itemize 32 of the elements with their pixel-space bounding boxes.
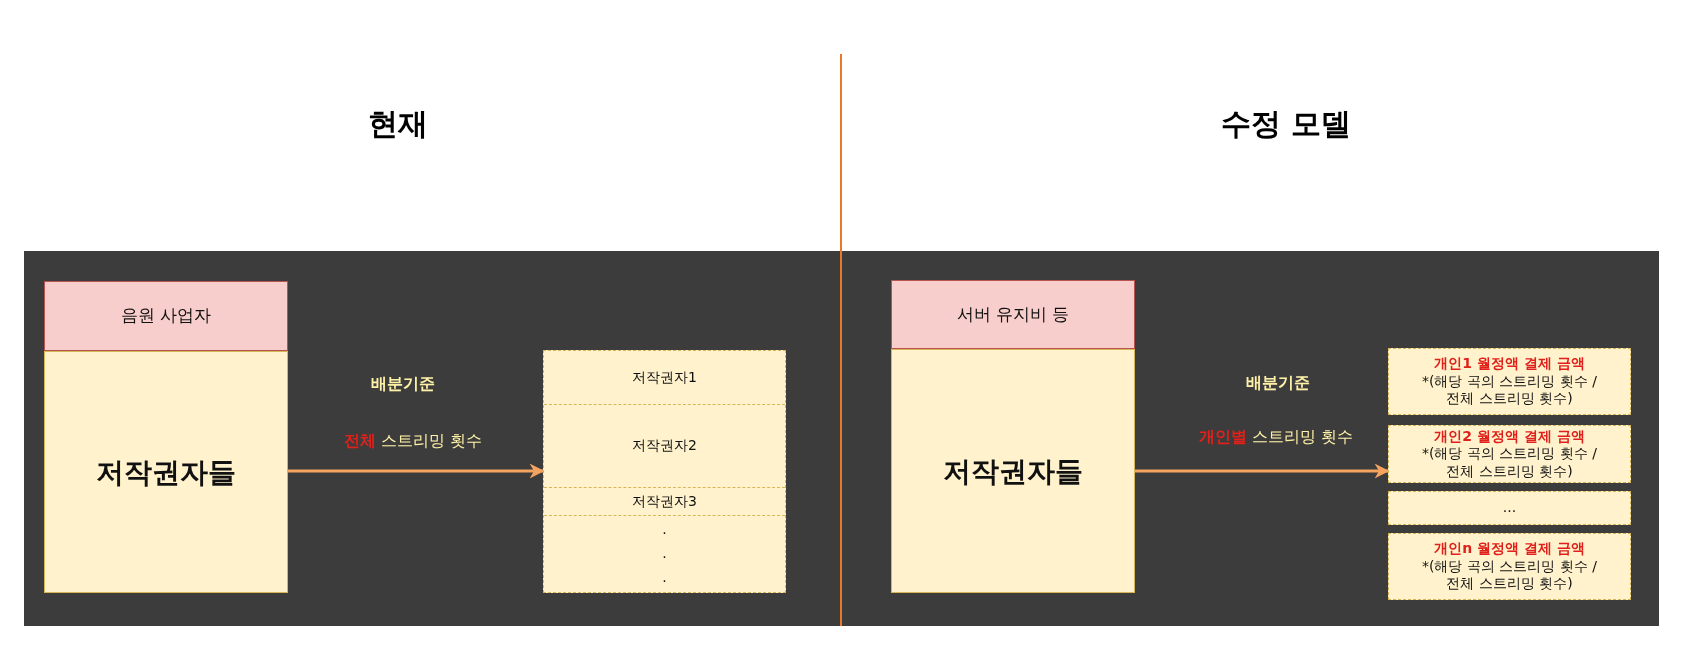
formula-text: *(해당 곡의 스트리밍 횟수 /전체 스트리밍 횟수)	[1421, 445, 1598, 481]
ellipsis-text: . . .	[661, 520, 668, 587]
arrow	[1135, 463, 1390, 479]
header-box	[891, 280, 1135, 349]
amount-heading: 개인n 월정액 결제 금액	[1433, 540, 1586, 558]
amount-heading: 개인2 월정액 결제 금액	[1433, 427, 1586, 446]
criteria-text: 배분기준	[371, 373, 435, 395]
node-label: 서버 유지비 등	[955, 303, 1071, 326]
payment-box	[1388, 491, 1631, 525]
formula-text: *(해당 곡의 스트리밍 횟수 /전체 스트리밍 횟수)	[1421, 372, 1598, 408]
section-heading: 수정 모델	[1220, 104, 1352, 143]
criteria-text: 배분기준	[1246, 372, 1310, 394]
node-label: 저작권자들	[942, 453, 1084, 489]
criteria-text: 개인별 스트리밍 횟수	[1198, 426, 1354, 448]
formula-text: *(해당 곡의 스트리밍 횟수 /전체 스트리밍 횟수)	[1421, 557, 1598, 593]
amount-heading: 개인1 월정액 결제 금액	[1433, 355, 1586, 373]
payment-box	[1388, 348, 1631, 415]
payment-box	[1388, 425, 1631, 483]
node-label: 음원 사업자	[119, 305, 213, 327]
node-label: 저작권자2	[631, 437, 698, 455]
criteria-text: 전체 스트리밍 횟수	[343, 430, 483, 452]
process-box	[891, 349, 1135, 593]
node-label: 저작권자들	[95, 454, 237, 490]
payment-box	[1388, 533, 1631, 600]
node-label: 저작권자3	[631, 492, 698, 511]
node-label: ...	[1501, 499, 1518, 517]
header-box	[44, 281, 288, 351]
node-label: 저작권자1	[631, 368, 698, 387]
section-heading: 현재	[368, 104, 428, 143]
arrow	[288, 463, 545, 479]
list-box	[543, 350, 786, 593]
process-box	[44, 351, 288, 593]
